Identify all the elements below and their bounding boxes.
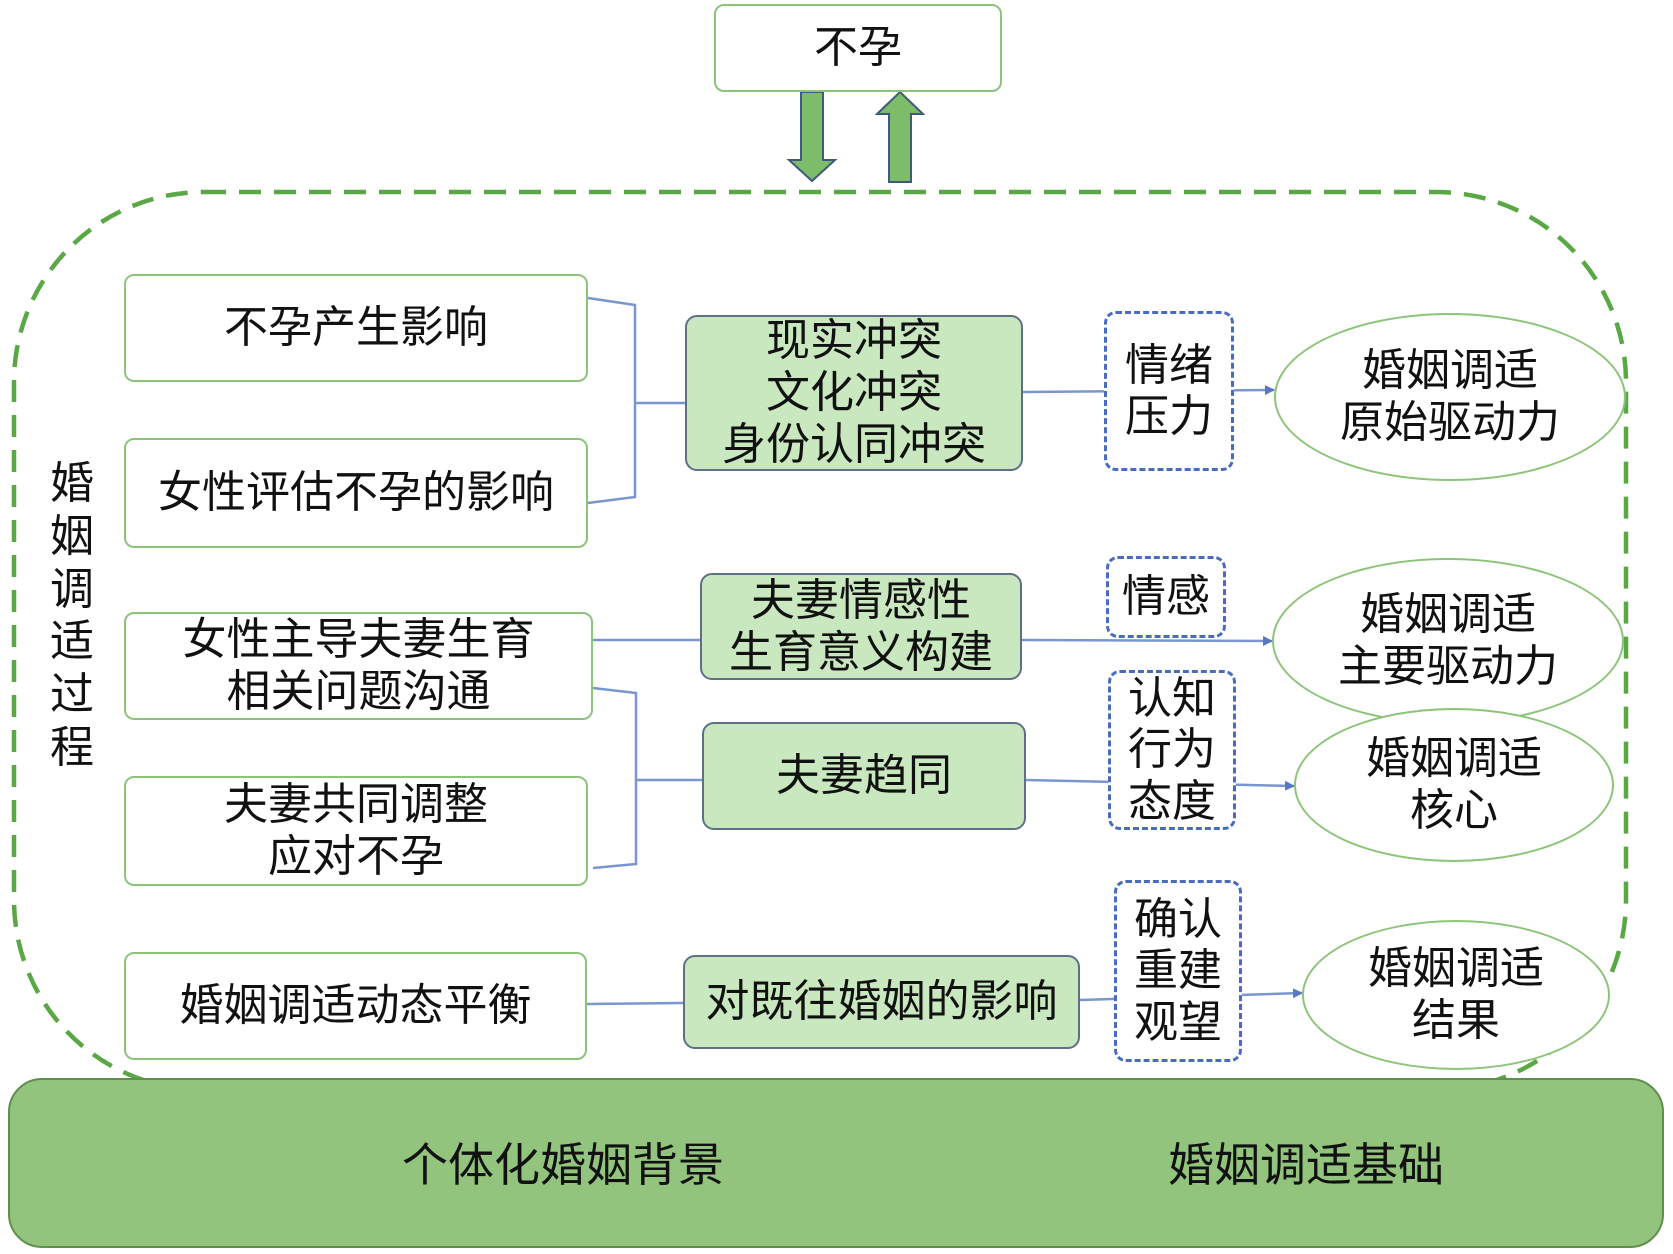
- tag-affection: 情感: [1106, 556, 1226, 638]
- input-box-women-lead-communication: 女性主导夫妻生育 相关问题沟通: [124, 612, 593, 720]
- line-input-to-center-4: [586, 1001, 684, 1006]
- bracket-group-1: [587, 296, 685, 505]
- outcome-result: 婚姻调适 结果: [1302, 920, 1610, 1070]
- input-box-dynamic-balance: 婚姻调适动态平衡: [124, 952, 587, 1060]
- center-box-past-marriage-impact: 对既往婚姻的影响: [683, 955, 1080, 1049]
- tag-confirm-rebuild-wait: 确认 重建 观望: [1114, 880, 1242, 1062]
- center-box-emotional-meaning: 夫妻情感性 生育意义构建: [700, 573, 1022, 680]
- process-frame: [11, 189, 1629, 1093]
- outcome-core: 婚姻调适 核心: [1294, 708, 1614, 862]
- base-left-text: 个体化婚姻背景: [402, 1138, 724, 1192]
- tag-cognition-behavior-attitude: 认知 行为 态度: [1108, 670, 1236, 830]
- process-label: 婚姻调适过程: [50, 458, 94, 773]
- tag-emotion-stress: 情绪 压力: [1104, 311, 1234, 471]
- base-bar: [8, 1078, 1664, 1248]
- up-arrow: [874, 90, 926, 183]
- center-box-couple-convergence: 夫妻趋同: [702, 722, 1026, 830]
- center-box-conflicts: 现实冲突 文化冲突 身份认同冲突: [685, 315, 1023, 471]
- outcome-main-driving-force: 婚姻调适 主要驱动力: [1272, 558, 1624, 724]
- infertility-box: 不孕: [714, 4, 1002, 92]
- arrow-center-to-outcome-2: [1021, 635, 1273, 646]
- base-right-text: 婚姻调适基础: [1168, 1138, 1444, 1192]
- down-arrow: [786, 91, 838, 183]
- bracket-group-3: [592, 686, 702, 870]
- input-box-couple-adjust: 夫妻共同调整 应对不孕: [124, 776, 588, 886]
- outcome-original-driving-force: 婚姻调适 原始驱动力: [1274, 313, 1626, 481]
- input-box-women-assess-impact: 女性评估不孕的影响: [124, 438, 588, 548]
- input-box-infertility-impact: 不孕产生影响: [124, 274, 588, 382]
